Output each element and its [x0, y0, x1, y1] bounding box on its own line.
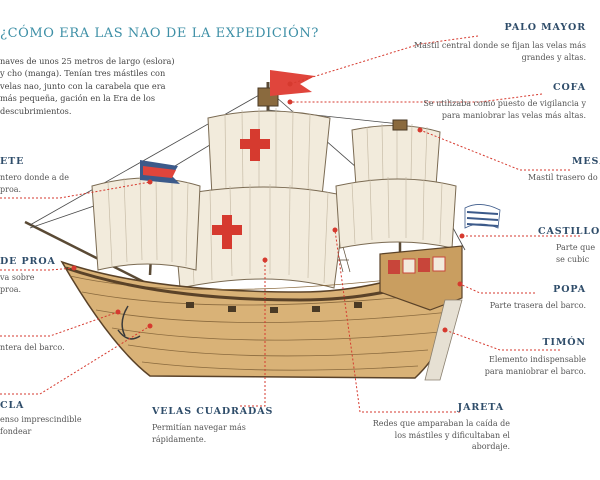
main-topsail-seams	[224, 108, 311, 195]
desc-popa: Parte trasera del barco.	[489, 301, 586, 310]
main-topsail	[207, 110, 331, 197]
cross-icon	[240, 129, 270, 161]
label-palo-mayor: PALO MAYOR	[504, 22, 586, 33]
mizzen-sail-seams	[351, 176, 443, 245]
desc-palo-mayor: Mastil central donde se fijan las velas …	[413, 41, 586, 62]
mizzen-top	[392, 119, 408, 131]
label-mesana: MESA	[572, 156, 600, 167]
stern-shields	[388, 256, 446, 274]
desc-trinquete: ntero donde a de proa.	[0, 173, 69, 194]
cross-icon	[212, 215, 242, 249]
desc-jareta: Redes que amparaban la caída de los mást…	[372, 419, 510, 451]
fore-sail-seams	[107, 175, 189, 267]
page-title: ¿CÓMO ERA LAS NAO DE LA EXPEDICIÓN?	[0, 26, 319, 41]
fore-flag-stripe	[143, 166, 176, 178]
desc-casco: ntera del barco.	[0, 343, 65, 352]
label-castillo: CASTILLO	[538, 226, 600, 237]
desc-cofa: Se utilizaba como puesto de vigilancia y…	[423, 99, 586, 120]
main-flag	[270, 70, 315, 96]
mizzen-topsail-seams	[366, 123, 428, 184]
label-trinquete: ETE	[0, 156, 25, 167]
leader-dots	[71, 81, 465, 333]
intro-text: naves de unos 25 metros de largo (eslora…	[0, 56, 175, 116]
label-timon: TIMÓN	[542, 337, 586, 348]
mizzen-sail	[335, 178, 457, 249]
desc-mesana: Mastil trasero do se fija la vela de p	[528, 173, 600, 182]
leader-lines	[0, 35, 580, 413]
rudder	[424, 299, 463, 381]
label-ancla: CLA	[0, 400, 25, 411]
anchor-icon	[117, 305, 141, 340]
desc-castillo: Parte que se cubic	[556, 243, 596, 264]
desc-ancla: enso imprescindible fondear	[0, 415, 82, 436]
bowsprit	[24, 220, 151, 287]
desc-timon: Elemento indispensable para maniobrar el…	[484, 355, 586, 376]
fore-sail	[91, 177, 201, 271]
label-velas-cuadradas: VELAS CUADRADAS	[152, 406, 274, 417]
desc-proa: va sobre proa.	[0, 273, 35, 294]
stern-flag	[464, 204, 501, 229]
label-cofa: COFA	[553, 82, 586, 93]
label-popa: POPA	[553, 284, 586, 295]
cannon-ports	[186, 302, 362, 313]
label-jareta: JARETA	[457, 402, 504, 413]
desc-velas-cuadradas: Permitían navegar más rápidamente.	[152, 423, 246, 444]
label-proa: DE PROA	[0, 256, 56, 267]
